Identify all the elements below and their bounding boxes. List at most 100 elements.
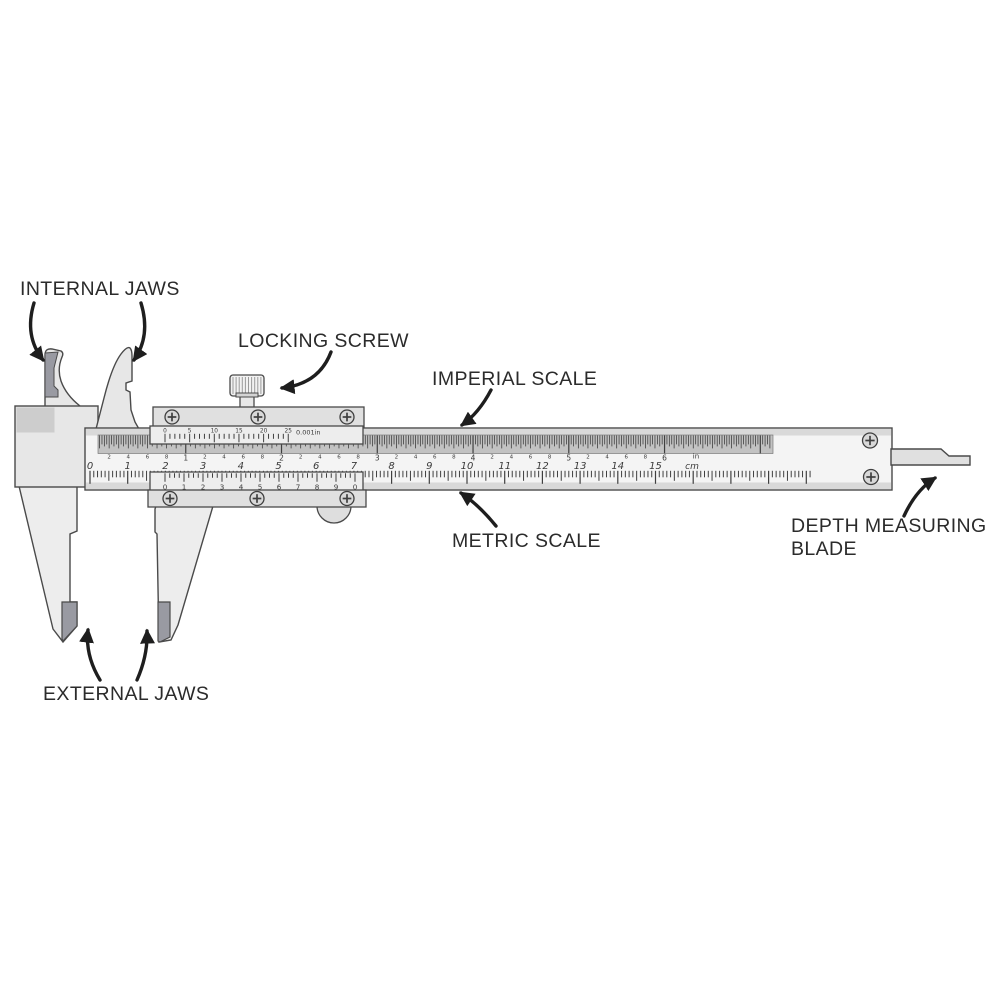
scale-number: 2 [490, 455, 494, 461]
scale-number: 0 [87, 461, 93, 472]
scale-number: 6 [662, 454, 667, 463]
scale-number: 0 [163, 429, 167, 435]
scale-number: cm [685, 462, 699, 472]
scale-number: 5 [566, 454, 571, 463]
scale-number: 15 [649, 461, 662, 472]
scale-number: 25 [285, 429, 293, 435]
internal-jaws-arrow-right [132, 301, 148, 362]
scale-number: 13 [574, 461, 587, 472]
beam-top-strip [86, 429, 891, 436]
scale-number: 2 [586, 455, 590, 461]
scale-number: 4 [318, 455, 322, 461]
scale-number: 5 [275, 461, 281, 472]
metric-scale-label: METRIC SCALE [452, 530, 601, 552]
moving-external-jaw-tip [157, 601, 171, 643]
locking-screw-collar [235, 392, 259, 398]
scale-number: 10 [211, 429, 219, 435]
scale-number: 4 [238, 461, 244, 472]
depth-blade-label-line2: BLADE [791, 538, 857, 560]
scale-number: 2 [299, 455, 303, 461]
scale-number: 3 [375, 454, 380, 463]
scale-number: 8 [261, 455, 265, 461]
scale-number: 4 [471, 454, 476, 463]
scale-number: 2 [279, 454, 284, 463]
depth-blade-arrow [902, 476, 938, 518]
scale-number: 6 [624, 455, 628, 461]
locking-screw [229, 374, 265, 409]
locking-screw-label: LOCKING SCREW [238, 330, 409, 352]
scale-number: 4 [127, 455, 131, 461]
scale-number: 10 [461, 461, 474, 472]
scale-number: 6 [337, 455, 341, 461]
scale-number: 6 [241, 455, 245, 461]
scale-number: 2 [203, 455, 207, 461]
metric-vernier-ticks [164, 473, 356, 482]
scale-number: 11 [498, 461, 511, 472]
scale-number: in [693, 453, 699, 461]
scale-number: 3 [220, 483, 225, 492]
scale-number: 8 [165, 455, 169, 461]
scale-number: 7 [296, 483, 301, 492]
scale-number: 12 [536, 461, 549, 472]
locking-screw-arrow [279, 350, 333, 395]
metric-scale-arrow [459, 491, 498, 528]
metric-vernier-numbers: 0 1 2 3 4 5 6 7 8 9 0 [163, 483, 358, 492]
locking-screw-knurling [232, 377, 262, 394]
scale-number: 2 [395, 455, 399, 461]
scale-number: 1 [182, 483, 187, 492]
scale-number: 8 [644, 455, 648, 461]
external-jaws-label: EXTERNAL JAWS [43, 683, 209, 705]
beam-bottom-strip [86, 482, 891, 489]
thumb-wheel [316, 505, 352, 524]
scale-number: 14 [611, 461, 624, 472]
imperial-vernier-precision: 0.001in [296, 429, 321, 437]
scale-number: 5 [188, 429, 192, 435]
scale-number: 8 [315, 483, 320, 492]
imperial-scale-label: IMPERIAL SCALE [432, 368, 597, 390]
scale-number: 9 [334, 483, 339, 492]
scale-number: 1 [125, 461, 131, 472]
scale-number: 6 [146, 455, 150, 461]
scale-number: 8 [356, 455, 360, 461]
bottom-plate-screws [162, 490, 355, 507]
scale-number: 3 [200, 461, 206, 472]
scale-number: 4 [239, 483, 244, 492]
scale-number: 6 [433, 455, 437, 461]
depth-measuring-blade [890, 448, 971, 466]
imperial-scale-arrow [460, 388, 493, 427]
scale-number: 4 [605, 455, 609, 461]
imperial-vernier-numbers: 0 5 10 15 20 25 [163, 429, 292, 435]
scale-number: 7 [351, 461, 358, 472]
internal-jaws-label: INTERNAL JAWS [20, 278, 180, 300]
scale-number: 5 [258, 483, 263, 492]
beam-end-screw-bottom [862, 468, 880, 486]
fixed-head-shade [16, 407, 55, 433]
callout-labels: INTERNAL JAWS LOCKING SCREW IMPERIAL SCA… [20, 278, 987, 705]
scale-number: 2 [162, 461, 168, 472]
scale-number: 2 [201, 483, 206, 492]
beam-end-screw-top [861, 432, 879, 449]
scale-number: 6 [313, 461, 319, 472]
depth-blade-label-line1: DEPTH MEASURING [791, 515, 987, 537]
fixed-internal-jaw-tip [44, 351, 59, 398]
imperial-vernier-strip [149, 425, 364, 445]
scale-number: 4 [222, 455, 226, 461]
scale-number: 6 [529, 455, 533, 461]
scale-number: 1 [183, 454, 188, 463]
scale-number: 4 [510, 455, 514, 461]
scale-number: 20 [260, 429, 268, 435]
scale-number: 6 [277, 483, 282, 492]
imperial-vernier-ticks [164, 433, 289, 443]
top-plate-screws [164, 409, 355, 425]
internal-jaws-arrow-left [28, 301, 45, 362]
external-jaws-arrow-right [135, 628, 155, 682]
scale-number: 0 [163, 483, 168, 492]
scale-number: 8 [452, 455, 456, 461]
scale-number: 0 [353, 483, 358, 492]
scale-number: 2 [107, 455, 111, 461]
scale-number: 15 [235, 429, 243, 435]
fixed-external-jaw-tip [61, 601, 78, 643]
